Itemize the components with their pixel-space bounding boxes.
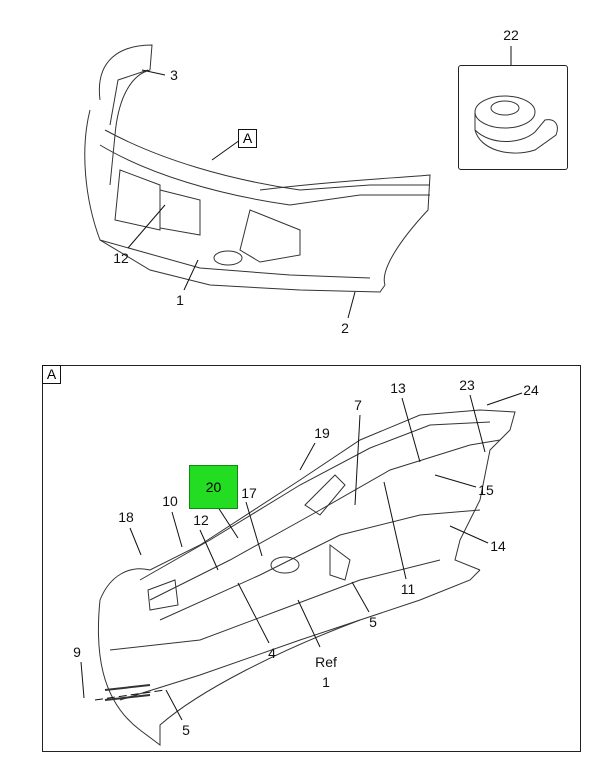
callout-7[interactable]: 7 [354,397,362,413]
callout-9[interactable]: 9 [73,644,81,660]
callout-12-detail[interactable]: 12 [193,512,209,528]
callout-15[interactable]: 15 [478,482,494,498]
callout-4[interactable]: 4 [268,645,276,661]
detail-view-title: A [42,365,61,384]
callout-23[interactable]: 23 [459,377,475,393]
inset-detail-box [458,65,568,170]
callout-24[interactable]: 24 [523,382,539,398]
ref-label: Ref [315,654,337,670]
bumper-overview-drawing [84,44,431,293]
leader-lines-top [127,46,512,319]
callout-3[interactable]: 3 [170,67,178,83]
callout-2[interactable]: 2 [341,320,349,336]
callout-14[interactable]: 14 [490,538,506,554]
callout-12[interactable]: 12 [113,250,129,266]
callout-22[interactable]: 22 [503,27,519,43]
callout-18[interactable]: 18 [118,509,134,525]
ref-number[interactable]: 1 [322,674,330,690]
detail-view-frame [42,365,581,752]
callout-20-highlighted[interactable]: 20 [189,465,238,509]
callout-17[interactable]: 17 [241,485,257,501]
callout-19[interactable]: 19 [314,425,330,441]
callout-11[interactable]: 11 [400,581,416,597]
callout-5-right[interactable]: 5 [369,614,377,630]
callout-1[interactable]: 1 [176,292,184,308]
bumper-detail-drawing [97,409,516,746]
callout-10[interactable]: 10 [162,493,178,509]
view-ref-a[interactable]: A [238,129,257,148]
callout-5-left[interactable]: 5 [182,722,190,738]
callout-13[interactable]: 13 [390,380,406,396]
spacer-part-drawing [474,95,558,154]
leader-lines-detail [80,392,523,721]
